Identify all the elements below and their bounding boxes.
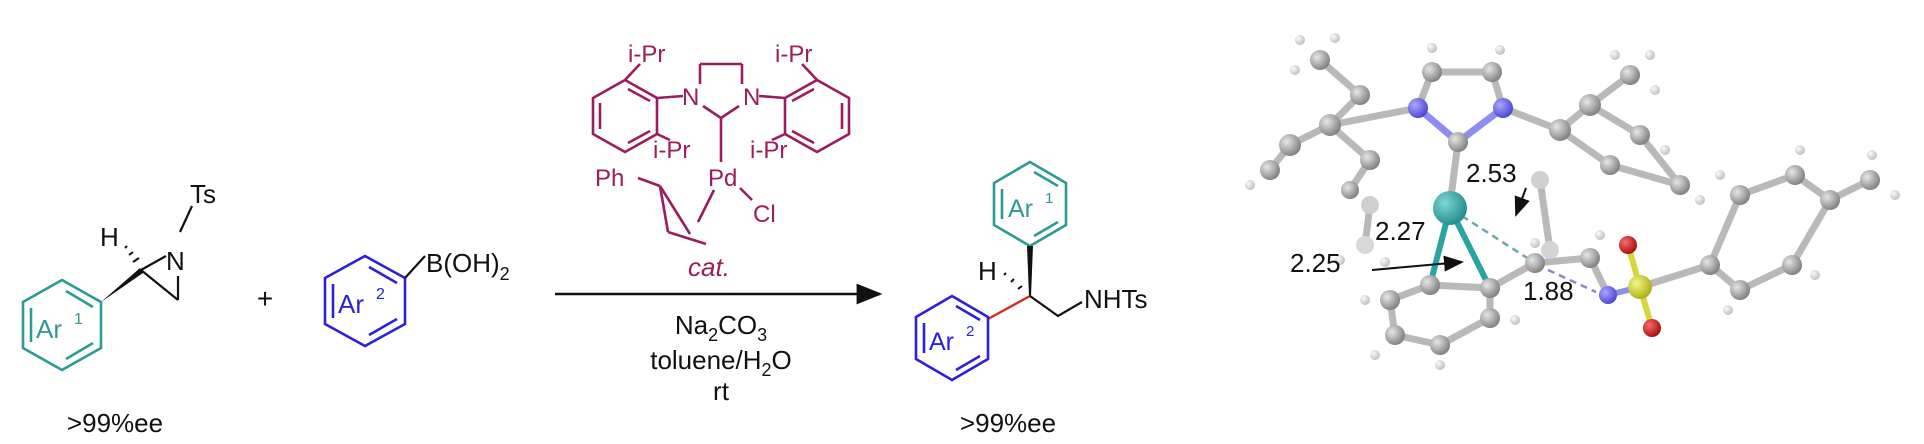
product-ar2-label: Ar xyxy=(929,328,954,356)
hashed-bond xyxy=(124,245,140,263)
n-atom: N xyxy=(166,246,185,276)
base-label: Na2CO3 xyxy=(675,310,767,345)
ar1-ring xyxy=(21,278,103,372)
product-hashed-bond xyxy=(1003,272,1023,290)
distance-label-253: 2.53 xyxy=(1466,158,1517,188)
s-atom-sphere xyxy=(1628,275,1652,299)
n-right: N xyxy=(743,84,760,111)
reactant-ee: >99%ee xyxy=(67,408,163,438)
reactant-aziridine: Ar 1 H N Ts >99%ee xyxy=(21,179,216,438)
ph-group: Ph xyxy=(595,165,624,192)
ar2-superscript: 2 xyxy=(376,286,385,303)
aziridine-ring xyxy=(140,205,193,301)
ts-group: Ts xyxy=(190,179,216,209)
h-atom: H xyxy=(100,222,119,252)
product: Ar 1 H NHTs Ar 2 >99%ee xyxy=(914,160,1148,438)
distance-label-188: 1.88 xyxy=(1523,276,1574,306)
catalyst-label: cat. xyxy=(688,252,730,282)
product-ar1-superscript: 1 xyxy=(1045,190,1053,207)
boronic-acid-label: B(OH)2 xyxy=(426,248,510,284)
catalyst-structure xyxy=(591,62,851,246)
product-h-atom: H xyxy=(978,256,997,286)
catalyst-labels: i-Pr i-Pr N N i-Pr i-Pr Pd Cl Ph cat. xyxy=(595,41,812,282)
ipr-top-right: i-Pr xyxy=(775,41,812,68)
pd-h-interaction xyxy=(1461,214,1536,265)
c-b-bond xyxy=(404,255,426,279)
pd-atom-sphere xyxy=(1433,191,1467,225)
model-atoms xyxy=(1245,33,1900,370)
product-ar2-ring xyxy=(914,294,990,382)
new-c-c-bond xyxy=(987,294,1031,321)
distance-arrow-225 xyxy=(1371,255,1464,272)
ipr-bottom-left: i-Pr xyxy=(653,137,690,164)
conditions: Na2CO3 toluene/H2O rt xyxy=(650,310,792,406)
distance-label-227: 2.27 xyxy=(1375,216,1426,246)
n-left: N xyxy=(682,84,699,111)
ipr-top-left: i-Pr xyxy=(628,41,665,68)
product-ar2-superscript: 2 xyxy=(966,323,974,340)
distance-arrow-253 xyxy=(1514,187,1530,217)
pd-atom: Pd xyxy=(708,165,737,192)
distance-labels: 2.53 2.27 2.25 1.88 xyxy=(1290,158,1574,306)
product-ar1-label: Ar xyxy=(1008,195,1033,223)
ar2-label: Ar xyxy=(338,289,364,319)
product-chain xyxy=(1029,295,1083,318)
ipr-bottom-right: i-Pr xyxy=(750,137,787,164)
n-h-interaction xyxy=(1547,268,1597,294)
wedge-bond xyxy=(101,268,143,302)
temperature-label: rt xyxy=(713,376,730,406)
product-wedge-bond xyxy=(1027,246,1033,296)
ar2-ring xyxy=(323,254,407,348)
transition-state-model: 2.53 2.27 2.25 1.88 xyxy=(1245,33,1900,370)
nhts-group: NHTs xyxy=(1084,284,1148,314)
distance-label-225: 2.25 xyxy=(1290,248,1341,278)
product-ee: >99%ee xyxy=(960,408,1056,438)
solvent-label: toluene/H2O xyxy=(650,345,792,380)
cl-atom: Cl xyxy=(753,201,776,228)
plus-sign: + xyxy=(257,283,273,314)
ar1-label: Ar xyxy=(36,314,62,344)
ar1-superscript: 1 xyxy=(74,311,83,328)
reactant-boronic-acid: Ar 2 B(OH)2 xyxy=(323,248,510,348)
